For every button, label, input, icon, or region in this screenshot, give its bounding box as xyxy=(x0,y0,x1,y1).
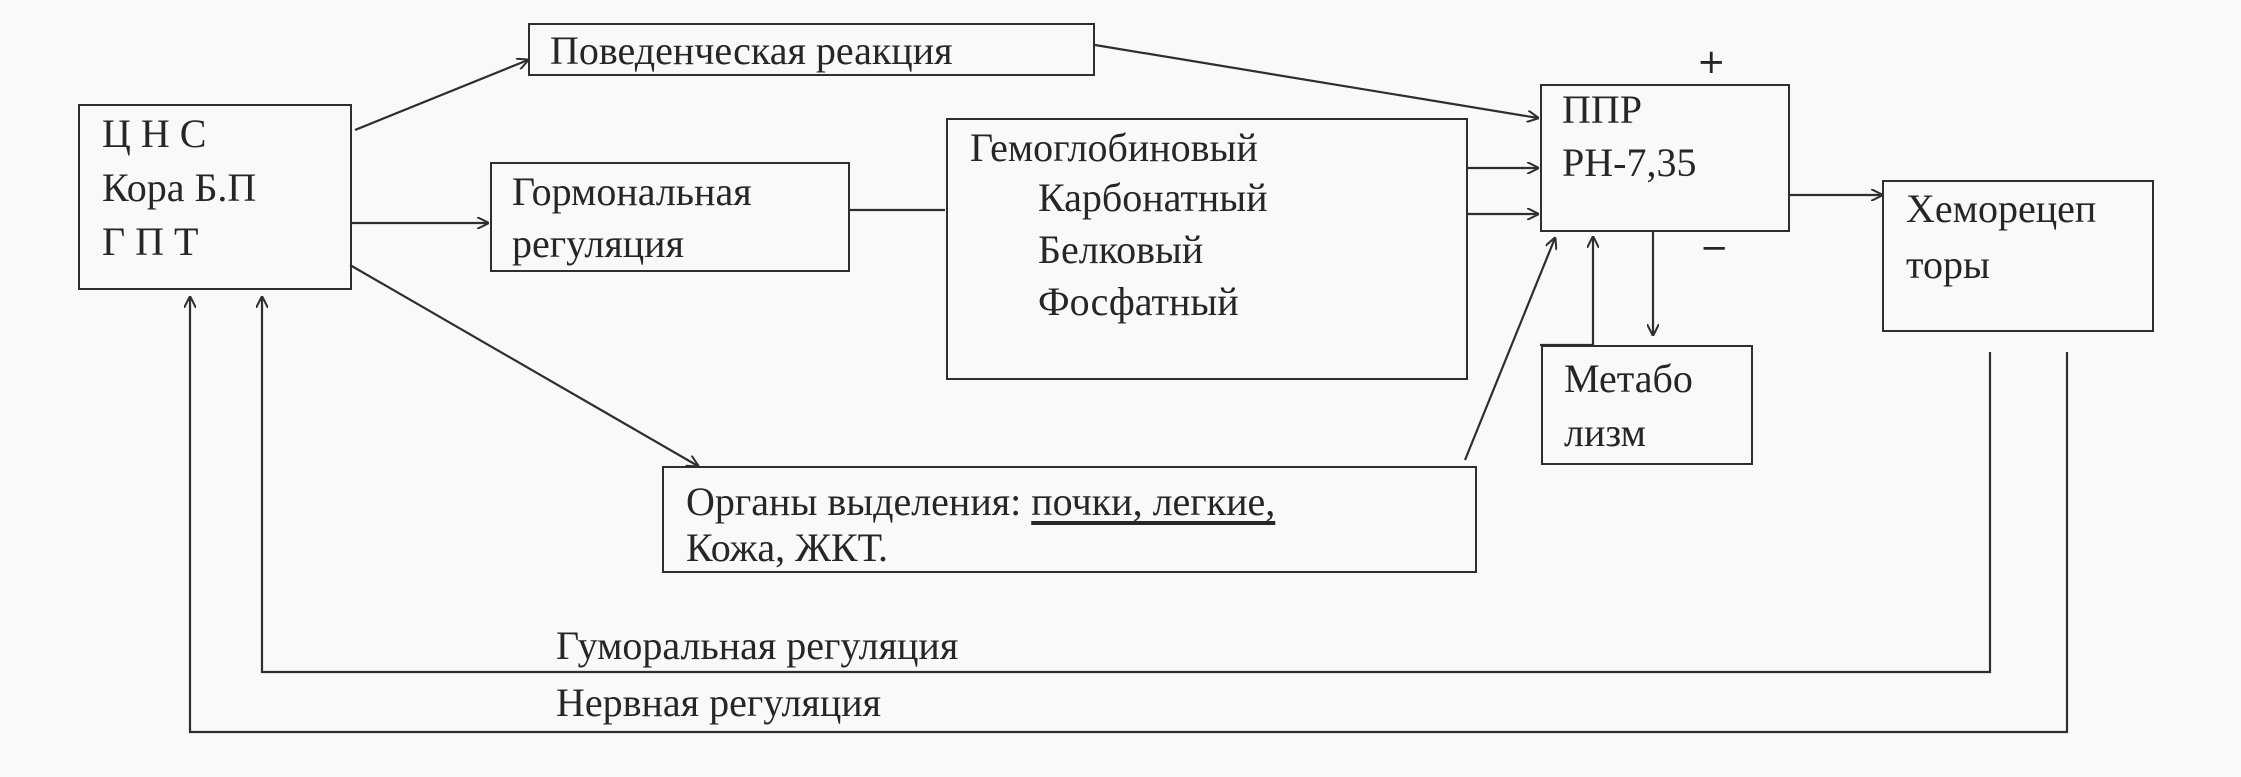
behavior-label: Поведенческая реакция xyxy=(550,28,953,73)
ph-value: РН-7,35 xyxy=(1562,140,1697,185)
arrow-cns-to-behavior xyxy=(354,60,528,132)
chemoreceptors-label-1: Хеморецеп xyxy=(1906,186,2097,231)
hormonal-label-1: Гормональная xyxy=(512,169,752,214)
arrow-cns-to-organs xyxy=(349,264,698,466)
organs-underlined: почки, легкие, xyxy=(1031,479,1276,524)
metabolism-label-2: лизм xyxy=(1564,410,1646,455)
cns-box xyxy=(78,104,352,290)
cns-label-3: Г П Т xyxy=(102,219,199,264)
organs-label-1: Органы выделения: почки, легкие, xyxy=(686,476,1275,528)
ppr-box xyxy=(1540,84,1790,232)
organs-prefix: Органы выделения: xyxy=(686,479,1022,524)
arrow-nervous-feedback xyxy=(190,297,2069,734)
metabolism-box xyxy=(1541,345,1753,465)
metabolism-label-1: Метабо xyxy=(1564,356,1693,401)
cns-label-2: Кора Б.П xyxy=(102,165,257,210)
behavior-box xyxy=(528,23,1095,76)
chemoreceptors-label-2: торы xyxy=(1906,242,1990,287)
buffer-hemoglobin: Гемоглобиновый xyxy=(970,125,1258,170)
buffer-carbonate: Карбонатный xyxy=(1038,175,1268,220)
arrow-behavior-to-ppr xyxy=(1094,43,1538,118)
plus-mark: + xyxy=(1697,42,1726,82)
organs-label-2: Кожа, ЖКТ. xyxy=(686,525,889,570)
buffer-protein: Белковый xyxy=(1038,227,1204,272)
arrow-organs-to-ppr xyxy=(1463,238,1555,461)
minus-mark: − xyxy=(1700,228,1729,268)
hormonal-label-2: регуляция xyxy=(512,221,684,266)
arrow-humoral-feedback xyxy=(262,297,1992,674)
buffer-phosphate: Фосфатный xyxy=(1038,279,1239,324)
chemoreceptors-box xyxy=(1882,180,2154,332)
buffer-systems-box xyxy=(946,118,1468,380)
ppr-label: ППР xyxy=(1562,87,1643,132)
nervous-regulation-label: Нервная регуляция xyxy=(556,680,882,725)
cns-label-1: Ц Н С xyxy=(102,111,207,156)
excretion-organs-box xyxy=(662,466,1477,573)
hormonal-box xyxy=(490,162,850,272)
humoral-regulation-label: Гуморальная регуляция xyxy=(556,623,959,668)
